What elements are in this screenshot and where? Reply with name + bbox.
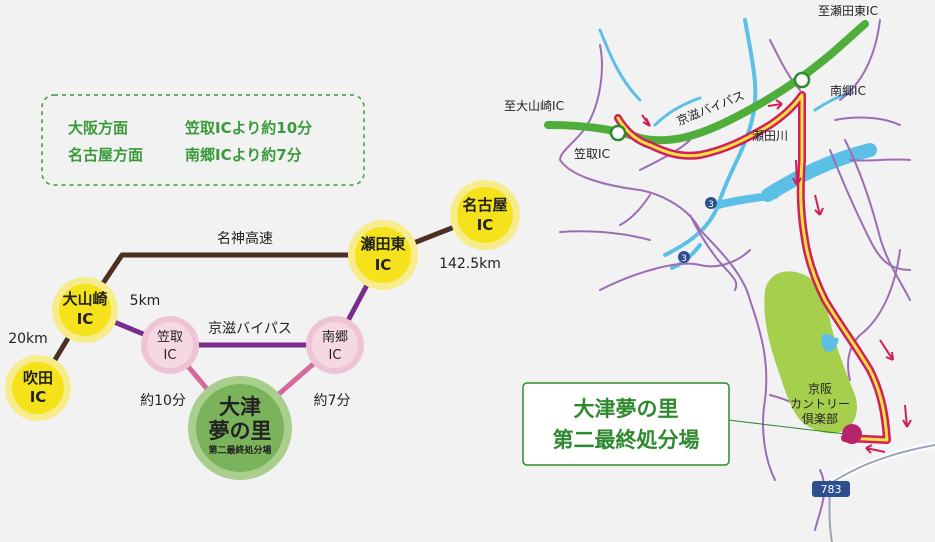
kasatori-ic-label: 笠取 bbox=[157, 330, 183, 345]
destination-sublabel: 第二最終処分場 bbox=[208, 444, 271, 456]
destination-node: 大津 夢の里 第二最終処分場 bbox=[188, 376, 292, 480]
time-nango: 約7分 bbox=[314, 393, 351, 409]
label-nango-ic: 南郷IC bbox=[830, 83, 866, 98]
nango-ic-node: 南郷 IC bbox=[306, 316, 364, 374]
nango-ic-marker bbox=[793, 71, 811, 89]
info-box-border bbox=[41, 94, 365, 186]
callout-line-1: 大津夢の里 bbox=[574, 397, 679, 421]
label-to-oyamazaki: 至大山崎IC bbox=[504, 99, 564, 113]
suita-ic-label: 吹田 bbox=[23, 369, 53, 387]
access-route bbox=[614, 91, 891, 444]
destination-label-2: 夢の里 bbox=[209, 419, 272, 443]
oyamazaki-ic-node: 大山崎 IC bbox=[52, 277, 118, 343]
kasatori-ic-node: 笠取 IC bbox=[141, 316, 199, 374]
setagawa-river bbox=[761, 143, 877, 202]
nagoya-direction-label: 名古屋方面 bbox=[68, 146, 143, 164]
destination-marker bbox=[842, 424, 862, 444]
label-golf-club-3: 倶楽部 bbox=[802, 411, 838, 426]
distance-setahigashi-nagoya: 142.5km bbox=[439, 256, 501, 272]
area-map: 3 3 783 大津夢の里 第二最終処分場 至瀬田東IC 至大山崎IC 京滋バイ… bbox=[504, 4, 935, 542]
time-kasatori: 約10分 bbox=[140, 393, 186, 409]
label-kasatori-ic: 笠取IC bbox=[574, 146, 610, 161]
route-3-shield-a: 3 bbox=[705, 197, 717, 210]
callout-leader bbox=[727, 419, 846, 435]
distance-suita-oyamazaki: 20km bbox=[8, 331, 48, 347]
svg-text:3: 3 bbox=[708, 200, 714, 210]
bypass-label: 京滋バイパス bbox=[208, 321, 292, 337]
golf-course-area bbox=[764, 271, 857, 434]
suita-ic-label-2: IC bbox=[30, 388, 47, 406]
nango-ic-label: 南郷 bbox=[322, 329, 348, 345]
access-info-box: 大阪方面 笠取ICより約10分 名古屋方面 南郷ICより約7分 bbox=[41, 94, 365, 186]
setahigashi-ic-label-2: IC bbox=[375, 256, 392, 274]
svg-text:3: 3 bbox=[681, 254, 687, 264]
oyamazaki-ic-label: 大山崎 bbox=[62, 290, 107, 308]
route-3-shield-b: 3 bbox=[678, 251, 690, 264]
setahigashi-ic-label: 瀬田東 bbox=[360, 235, 405, 253]
local-roads bbox=[559, 19, 911, 531]
setahigashi-ic-node: 瀬田東 IC bbox=[348, 220, 418, 290]
svg-text:783: 783 bbox=[821, 483, 842, 496]
nagoya-route-text: 南郷ICより約7分 bbox=[185, 146, 302, 164]
label-bypass: 京滋バイパス bbox=[675, 88, 747, 128]
nagoya-ic-label: 名古屋 bbox=[462, 196, 507, 214]
nagoya-ic-label-2: IC bbox=[477, 216, 494, 234]
oyamazaki-ic-label-2: IC bbox=[77, 310, 94, 328]
nango-ic-label-2: IC bbox=[329, 348, 342, 363]
suita-ic-node: 吹田 IC bbox=[5, 355, 71, 421]
distance-oyamazaki-kasatori: 5km bbox=[130, 293, 161, 309]
keiji-bypass-road bbox=[544, 20, 869, 145]
route-783-shield: 783 bbox=[812, 481, 850, 497]
route-diagram: 吹田 IC 大山崎 IC 笠取 IC 南郷 IC 瀬田東 IC bbox=[5, 180, 520, 480]
kasatori-ic-label-2: IC bbox=[164, 348, 177, 363]
osaka-route-text: 笠取ICより約10分 bbox=[184, 119, 312, 137]
callout-line-2: 第二最終処分場 bbox=[553, 428, 700, 452]
destination-callout: 大津夢の里 第二最終処分場 bbox=[522, 382, 730, 466]
label-golf-club-1: 京阪 bbox=[808, 382, 832, 396]
osaka-direction-label: 大阪方面 bbox=[68, 119, 128, 137]
label-golf-club-2: カントリー bbox=[790, 397, 850, 411]
destination-label: 大津 bbox=[219, 395, 261, 419]
label-to-setahigashi: 至瀬田東IC bbox=[818, 4, 878, 18]
label-setagawa: 瀬田川 bbox=[752, 129, 788, 143]
kasatori-ic-marker bbox=[609, 124, 627, 142]
nagoya-ic-node: 名古屋 IC bbox=[450, 180, 520, 250]
direction-arrows bbox=[641, 99, 912, 454]
highway-label: 名神高速 bbox=[217, 230, 273, 247]
